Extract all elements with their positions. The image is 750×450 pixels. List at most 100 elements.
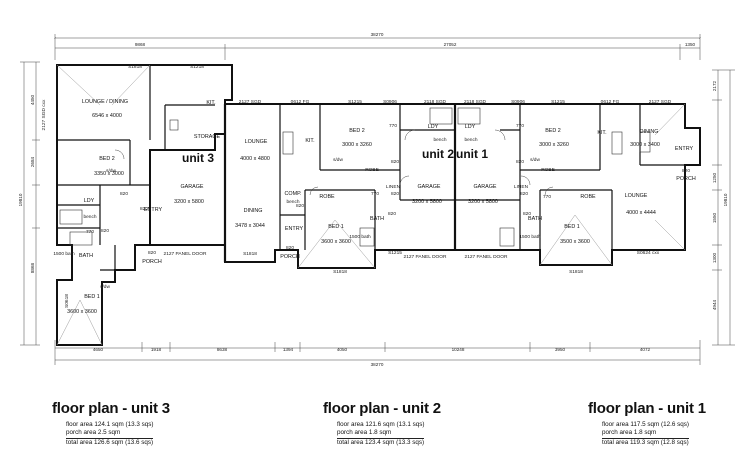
panel-door-u1: 2127 PANEL DOOR [465,254,508,260]
dim-right-mid-3: 1300 [712,252,717,263]
dimension-text: 38270 9868 27052 1350 38270 4650 1918 86… [18,32,728,367]
unit1-total-area: total area 119.3 sqm (12.8 sqs) [602,438,689,446]
u1-bath-label: BATH [528,216,542,222]
door-770-b: 770 [371,191,379,197]
u2-bed1-dim: 3600 x 3600 [321,239,351,245]
dim-right-mid-1: 1250 [712,172,717,183]
door-820-a: 820 [120,191,128,197]
u2-comp-label: COMP. [285,191,302,197]
u2-bed2-label: BED 2 [349,128,365,134]
u3-ldy-label: LDY [84,198,95,204]
plan-unit2-label: unit 2 [422,147,454,161]
dim-bottom-1: 4650 [93,347,104,352]
dim-bottom-8: 4072 [640,347,651,352]
door-820-d: 820 [148,250,156,256]
dim-right-bottom: 4944 [712,299,717,310]
dim-bottom-4: 1394 [283,347,294,352]
dim-bottom-overall: 38270 [371,362,384,367]
win-s1215-u1: S1215 [551,99,565,105]
door-820-e: 820 [296,203,304,209]
u3-bed1-dim: 3600 x 3600 [67,309,97,315]
linen-u2: LINEN [386,184,401,190]
unit3-title: floor plan - unit 3 [52,400,170,417]
u1-dining-label: DINING [640,129,659,135]
win-2118-sgd-u2: 2118 SGD [424,99,447,105]
u2-dining-dim: 3478 x 3044 [235,223,265,229]
u2-entry-label: ENTRY [285,226,304,232]
door-770-d: 770 [516,123,524,129]
u3-bath-label: BATH [79,253,93,259]
u2-bed1-label: BED 1 [328,224,344,230]
panel-door-u2: 2127 PANEL DOOR [404,254,447,260]
bench-u2-comp: bench [286,199,299,205]
u3-kit-label: KIT. [206,100,215,106]
u3-bed2-label: BED 2 [99,156,115,162]
unit3-total-area: total area 126.6 sqm (13.6 sqs) [66,438,154,446]
u1-ldy-label: LDY [465,124,476,130]
unit2-total-area: total area 123.4 sqm (13.3 sqs) [337,438,425,446]
dim-left-mid: 2684 [30,156,35,167]
u3-entry-label: ENTRY [144,207,163,213]
door-820-h: 820 [388,211,396,217]
u2-lounge-dim: 4000 x 4800 [240,156,270,162]
u3-garage-dim: 3200 x 5800 [174,199,204,205]
dim-top-right: 1350 [685,42,696,47]
dim-left-top: 4450 [30,94,35,105]
dim-left-bottom: 8868 [30,262,35,273]
floor-plan-drawing: 38270 9868 27052 1350 38270 4650 1918 86… [18,32,735,367]
walls [56,64,701,346]
win-2118-sgd-u1: 2118 SGD [464,99,487,105]
u3-bed2-dim: 3350 x 3000 [94,171,124,177]
u3-storage-label: STORAGE [194,134,221,140]
win-s1818-u3: S1818 [128,64,142,70]
u1-kit-label: KIT. [597,130,606,136]
u1-bed1-dim: 3500 x 3600 [560,239,590,245]
u1-entry-label: ENTRY [675,146,694,152]
unit2-porch-area: porch area 1.8 sqm [337,429,392,436]
door-820-j: 820 [516,159,524,165]
door-820-f: 820 [286,245,294,251]
win-fg-u1: 0612 FG [601,99,620,105]
u3-porch-label: PORCH [142,259,162,265]
u3-garage-label: GARAGE [180,184,203,190]
u2-kit-label: KIT. [305,138,314,144]
linen-u1: LINEN [514,184,529,190]
unit2-title: floor plan - unit 2 [323,400,441,417]
win-s0624-cxx: S0624 cxx [637,250,660,256]
u3-lounge-dim: 6546 x 4000 [92,113,122,119]
dim-right-outer: 19810 [723,193,728,206]
win-s1818-u2-bed: S1818 [333,269,347,275]
bench-u3-ldy: bench [83,214,96,220]
door-770-e: 770 [543,194,551,200]
u1-bed2-label: BED 2 [545,128,561,134]
dim-top-overall: 38270 [371,32,384,37]
win-sgd-u2: 2127 SGD [239,99,262,105]
unit3-floor-area: floor area 124.1 sqm (13.3 sqs) [66,421,154,428]
dim-bottom-6: 10248 [452,347,465,352]
dim-right-top: 2172 [712,80,717,91]
u1-robe-label: ROBE [580,194,596,200]
dim-bottom-5: 4050 [337,347,348,352]
u1-bed1-label: BED 1 [564,224,580,230]
dim-bottom-7: 3950 [555,347,566,352]
door-820-k: 820 [520,191,528,197]
plan-unit1-label: unit 1 [456,147,488,161]
bath-1500-u3: 1500 bath [53,251,75,257]
sdw-u2: s/dw [333,157,343,163]
door-820-l: 820 [523,211,531,217]
u2-lounge-label: LOUNGE [245,139,268,145]
door-820-g: 820 [391,191,399,197]
win-s0906-u2: S0906 [383,99,397,105]
win-s1818-u1-bed: S1818 [569,269,583,275]
dim-right-mid-2: 1550 [712,212,717,223]
dim-left-outer: 19810 [18,193,23,206]
bench-u1-ldy: bench [464,137,477,143]
unit-labels: unit 3 unit 2 unit 1 [182,147,488,165]
unit1-title: floor plan - unit 1 [588,400,706,417]
sdw-u3-bed2: s/dw [106,168,116,174]
u2-bath-label: BATH [370,216,384,222]
panel-door-u3: 2127 PANEL DOOR [164,251,207,257]
win-s0906-u1: S0906 [511,99,525,105]
u2-ldy-label: LDY [428,124,439,130]
u1-lounge-label: LOUNGE [625,193,648,199]
